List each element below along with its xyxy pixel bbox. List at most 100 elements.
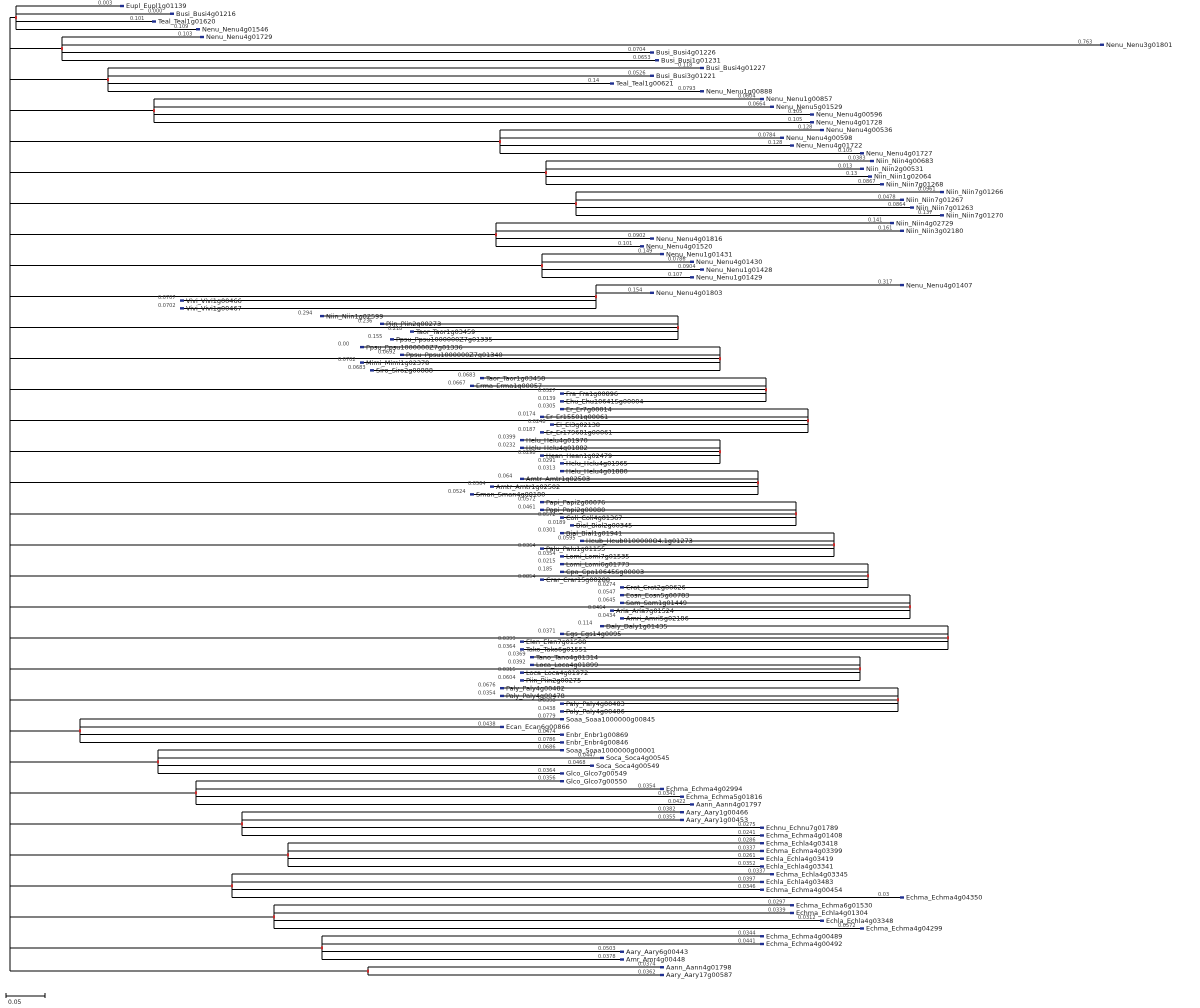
branch-support-value: 0.0702: [338, 357, 356, 363]
branch-support-value: 0.00: [338, 342, 349, 348]
leaf-marker: [760, 97, 764, 101]
leaf-label: Amri_Amri5g02186: [626, 615, 689, 623]
branch-support-value: 0.105: [788, 117, 802, 123]
internal-node-marker: [677, 326, 679, 330]
branch-support-value: 0.0604: [738, 94, 756, 100]
leaf-label: Enbr_Enbr1g00869: [566, 731, 628, 739]
leaf-label: Nenu_Nenu5g01529: [776, 103, 842, 111]
branch-support-value: 0.0595: [558, 535, 576, 541]
leaf-marker: [560, 392, 564, 395]
leaf-label: Nenu_Nenu1g01431: [666, 250, 732, 258]
leaf-label: Amr_Amr4g00448: [626, 956, 685, 964]
leaf-label: Taor_Taor1g03458: [485, 374, 545, 382]
branch-support-value: 0.0364: [538, 768, 556, 774]
leaf-marker: [540, 431, 544, 434]
leaf-marker: [690, 276, 694, 279]
branch-support-value: 0.0399: [498, 636, 516, 642]
branch-support-value: 0.0241: [738, 830, 756, 836]
leaf-label: Tano_Tano4g01314: [535, 653, 598, 661]
leaf-marker: [760, 865, 764, 868]
branch-support-value: 0.218: [388, 326, 402, 332]
internal-node-marker: [495, 233, 497, 237]
leaf-marker: [390, 338, 394, 341]
branch-support-value: 0.0526: [628, 70, 646, 76]
branch-support-value: 0.101: [130, 16, 144, 22]
internal-node-marker: [367, 969, 369, 973]
leaf-marker: [690, 803, 694, 806]
leaf-label: Palu_Palu1g01155: [546, 545, 605, 553]
leaf-label: Aary_Aary1g00466: [686, 808, 748, 816]
leaf-marker: [560, 702, 564, 705]
leaf-label: Nenu_Nenu4g00598: [786, 134, 852, 142]
internal-node-marker: [757, 481, 759, 485]
branch-support-value: 0.0364: [498, 644, 516, 650]
leaf-marker: [560, 717, 564, 721]
leaf-label: Vivi_Vivi1g00466: [186, 297, 242, 305]
leaf-marker: [560, 531, 564, 535]
branch-support-value: 0.0313: [538, 466, 556, 472]
branch-support-value: 0.161: [878, 225, 892, 231]
leaf-label: Erma_Erma1g00057: [476, 382, 542, 390]
leaf-label: Nenu_Nenu4g01803: [656, 289, 722, 297]
branch-support-value: 0.064: [498, 473, 512, 479]
branch-support-value: 0.105: [838, 148, 852, 154]
branch-support-value: 0.0174: [518, 411, 536, 417]
scale-bar: 0.05: [5, 993, 46, 1006]
leaf-marker: [680, 811, 684, 814]
internal-node-marker: [79, 729, 81, 733]
leaf-label: Bial_Bial1g01941: [566, 529, 622, 537]
leaf-label: Loca_Loca4g01899: [536, 661, 598, 669]
leaf-label: Nenu_Nenu4g01728: [816, 118, 882, 126]
leaf-label: Echla_Echla4g03341: [766, 863, 833, 871]
branch-support-value: 0.0786: [668, 256, 686, 262]
leaf-marker: [360, 345, 364, 349]
internal-node-marker: [195, 791, 197, 795]
leaf-marker: [810, 121, 814, 124]
branch-support-value: 0.003: [98, 1, 112, 7]
leaf-label: Busi_Busi4g01216: [176, 10, 236, 18]
branch-support-value: 0.0341: [658, 791, 676, 797]
leaf-marker: [660, 252, 664, 256]
leaf-label: Cpa_Cpa10645Sg00003: [566, 568, 644, 576]
leaf-label: Busi_Busi1g01231: [661, 56, 721, 64]
branch-support-value: 0.128: [798, 125, 812, 131]
leaf-label: Heub_Heub0100000O4.1g01273: [586, 537, 693, 545]
leaf-label: Niin_Niin7g01268: [886, 180, 943, 188]
branch-support-value: 0.0383: [848, 156, 866, 162]
leaf-label: Niin_Niin2g00531: [866, 165, 923, 173]
branch-support-value: 0.0572: [538, 512, 556, 518]
branch-support-value: 0.0902: [628, 233, 646, 239]
leaf-marker: [660, 966, 664, 969]
leaf-marker: [900, 229, 904, 233]
branch-support-value: 0.0464: [588, 605, 606, 611]
leaf-marker: [540, 578, 544, 581]
leaf-marker: [560, 562, 564, 566]
leaf-marker: [200, 35, 204, 39]
leaf-marker: [560, 407, 564, 411]
internal-node-marker: [909, 605, 911, 609]
branch-support-value: 0.0274: [598, 582, 616, 588]
internal-node-marker: [287, 853, 289, 857]
leaf-marker: [650, 51, 654, 54]
leaf-label: Vivi_Vivi1g00467: [186, 305, 242, 313]
leaf-label: Ppsu_Ppsu1000000Z7g01336: [366, 343, 463, 351]
leaf-marker: [500, 686, 504, 690]
leaf-marker: [760, 942, 764, 946]
leaf-label: Amtr_Amtr1g02503: [526, 475, 590, 483]
leaf-marker: [470, 493, 474, 496]
leaf-label: Soaa_Soaa1000000g00001: [566, 746, 655, 754]
leaf-marker: [560, 748, 564, 752]
leaf-marker: [196, 28, 200, 31]
branch-support-value: 0.0704: [628, 47, 646, 53]
leaf-label: Aary_Aary6g00443: [626, 948, 688, 956]
leaf-marker: [820, 128, 824, 132]
leaf-label: Helu_Helu4g01880: [566, 467, 628, 475]
leaf-label: Soaa_Soaa1000000g00845: [566, 715, 655, 723]
leaf-label: Echma_Echma5g01816: [686, 793, 762, 801]
branch-support-value: 0.0286: [738, 838, 756, 844]
leaf-marker: [760, 849, 764, 853]
branch-support-value: 0.185: [538, 566, 552, 572]
internal-node-marker: [897, 698, 899, 702]
leaf-marker: [520, 640, 524, 643]
